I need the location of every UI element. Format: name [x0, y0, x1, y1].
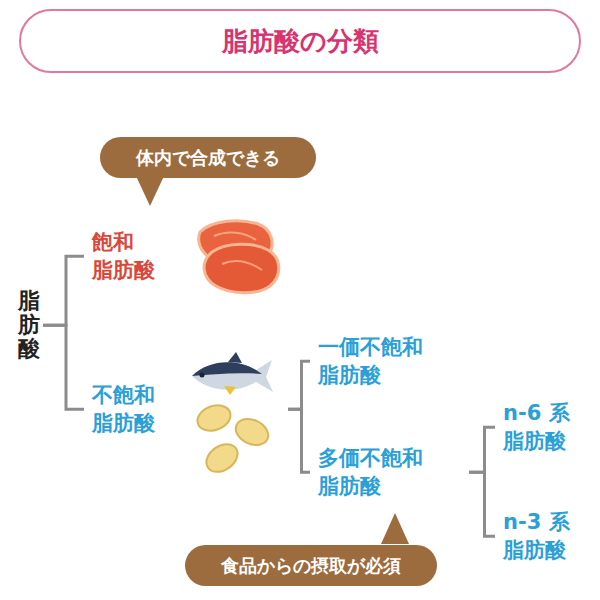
meat-illustration — [199, 221, 279, 293]
category-label: n-6 系 脂肪酸 — [503, 399, 595, 456]
category-label-text: 不飽和 脂肪酸 — [92, 381, 167, 438]
callout-text: 食品からの摂取が必須 — [221, 554, 401, 577]
tree-bracket — [43, 325, 84, 409]
category-label: 不飽和 脂肪酸 — [92, 381, 285, 438]
category-label: 飽和 脂肪酸 — [92, 228, 282, 285]
bean — [201, 438, 243, 477]
callout-text: 体内で合成できる — [136, 146, 280, 169]
tree-bracket — [288, 361, 310, 409]
category-label: 一価不飽和 脂肪酸 — [318, 333, 466, 390]
title-frame — [20, 10, 580, 72]
tree-bracket — [469, 472, 495, 536]
fish-fin — [224, 386, 236, 395]
tree-bracket — [43, 256, 84, 325]
category-label-text: n-3 系 脂肪酸 — [503, 508, 585, 565]
bean — [232, 414, 273, 450]
fish-eye — [200, 373, 205, 378]
beans-illustration — [194, 401, 273, 478]
root-label-text: 脂肪酸 — [18, 289, 40, 362]
meat-slice — [204, 244, 279, 293]
category-label-text: 一価不飽和 脂肪酸 — [318, 333, 436, 390]
bean — [194, 401, 234, 435]
category-label-text: n-6 系 脂肪酸 — [503, 399, 585, 456]
callout-box: 食品からの摂取が必須 — [185, 545, 437, 586]
meat-marbling — [214, 233, 256, 240]
category-label-text: 飽和 脂肪酸 — [92, 228, 167, 285]
category-label: 多価不飽和 脂肪酸 — [318, 444, 466, 501]
root-label: 脂肪酸 — [18, 289, 40, 362]
callout-box: 体内で合成できる — [100, 137, 316, 178]
callout-pointer — [381, 513, 409, 544]
fish-fin — [228, 352, 242, 363]
meat-marbling — [222, 261, 262, 270]
tree-bracket — [469, 427, 495, 472]
category-label-text: 多価不飽和 脂肪酸 — [318, 444, 436, 501]
category-label: n-3 系 脂肪酸 — [503, 508, 595, 565]
tree-bracket — [288, 409, 310, 472]
callout-pointer — [136, 176, 164, 206]
diagram-title: 脂肪酸の分類 — [20, 10, 580, 72]
fish-illustration — [192, 352, 273, 395]
